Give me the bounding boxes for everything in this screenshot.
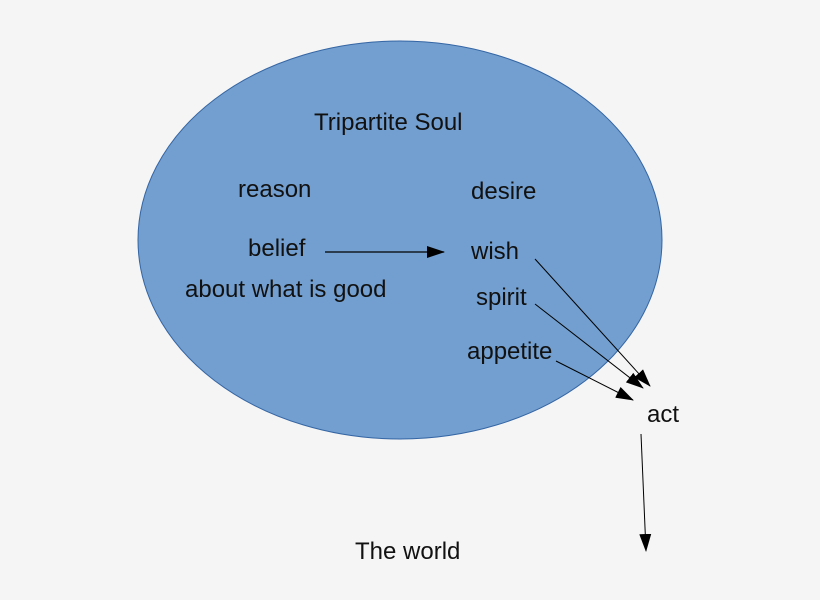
label-spirit: spirit xyxy=(476,284,527,311)
label-appetite: appetite xyxy=(467,338,553,365)
label-the-world: The world xyxy=(355,538,461,565)
label-wish: wish xyxy=(471,238,520,265)
label-desire: desire xyxy=(471,178,537,205)
arrow-spirit-to-act xyxy=(534,303,644,389)
diagram-title: Tripartite Soul xyxy=(314,109,463,136)
soul-ellipse xyxy=(137,40,663,440)
label-belief: belief xyxy=(248,235,306,262)
label-about-what-is-good: about what is good xyxy=(185,276,387,303)
label-reason: reason xyxy=(238,176,312,203)
label-act: act xyxy=(647,401,680,428)
arrow-appetite-to-act xyxy=(555,360,634,401)
arrow-act-to-world xyxy=(639,433,652,552)
arrow-wish-to-act xyxy=(534,258,651,387)
